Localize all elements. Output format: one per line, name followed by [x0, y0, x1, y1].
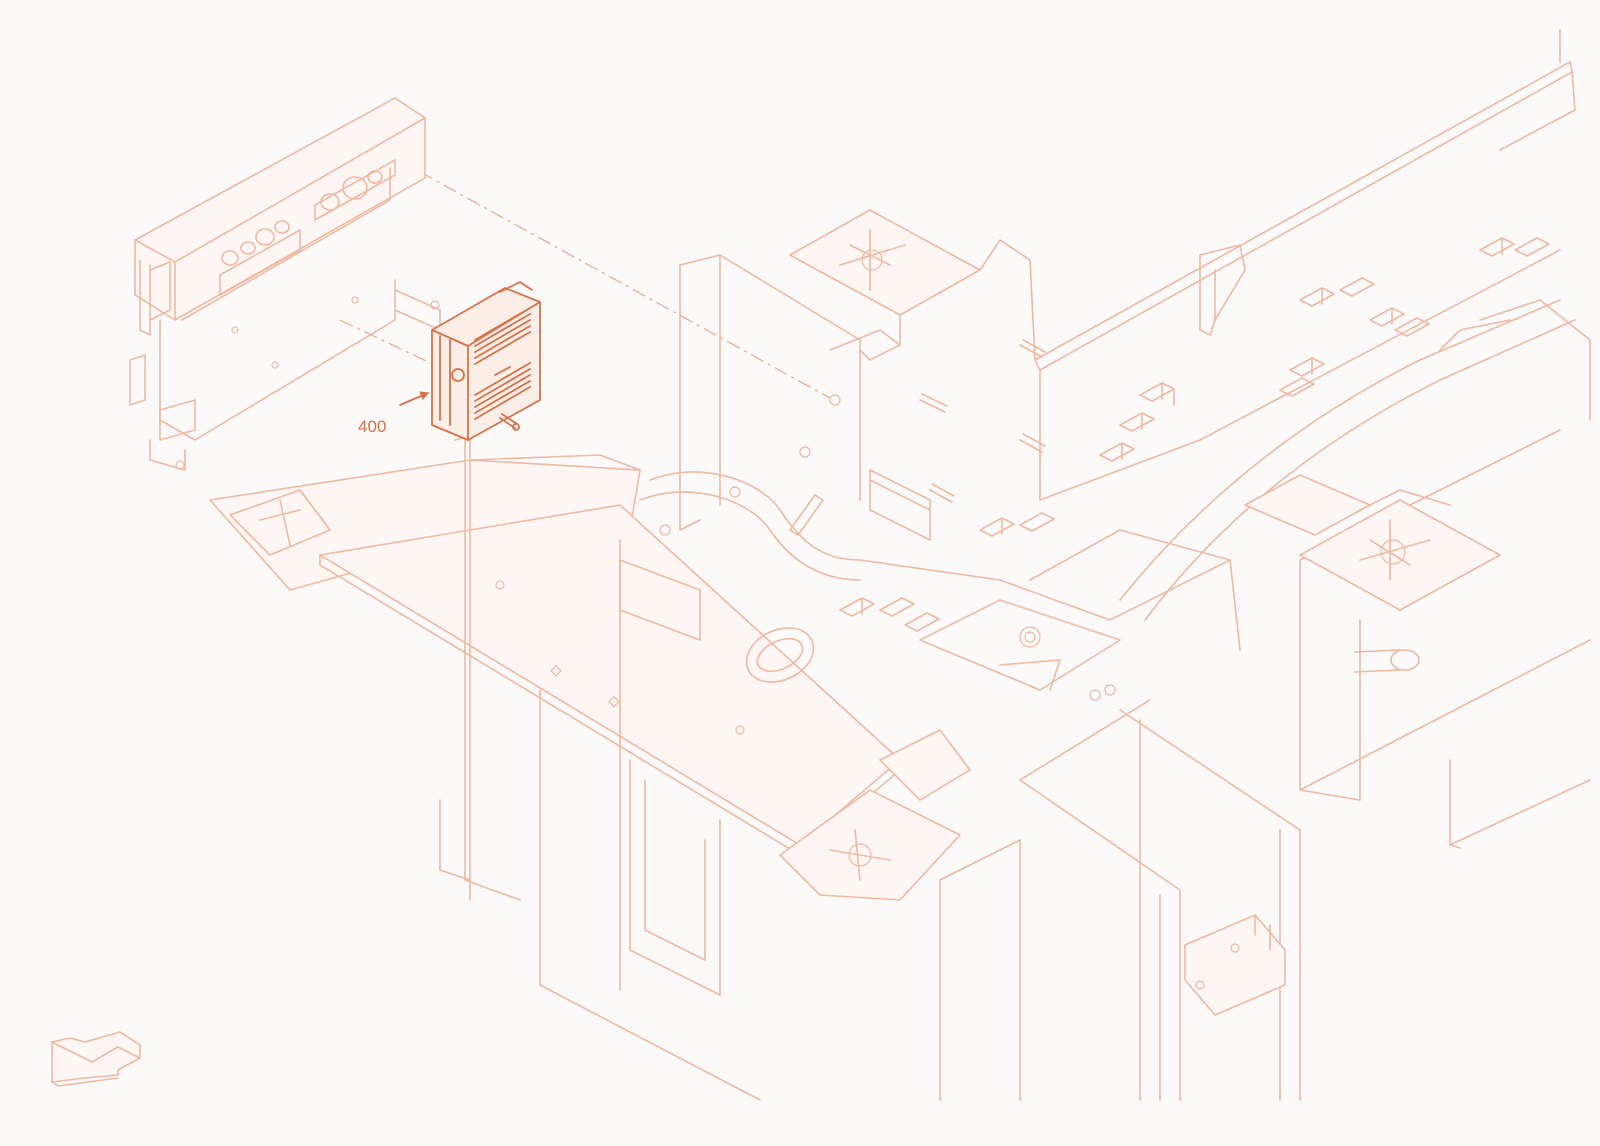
control-box-assembly	[129, 97, 441, 471]
assembly-guide-line-2	[339, 319, 446, 371]
assembly-guide-line	[419, 171, 831, 399]
rail-clips	[789, 237, 1550, 632]
isometric-arrow-icon	[51, 1031, 141, 1087]
callout-label: 400	[358, 417, 386, 436]
fastener-pins	[659, 339, 1116, 701]
callout-400: 400	[358, 391, 429, 436]
part-400-ecu-module[interactable]	[431, 281, 541, 441]
chassis-frame	[209, 29, 1591, 1101]
